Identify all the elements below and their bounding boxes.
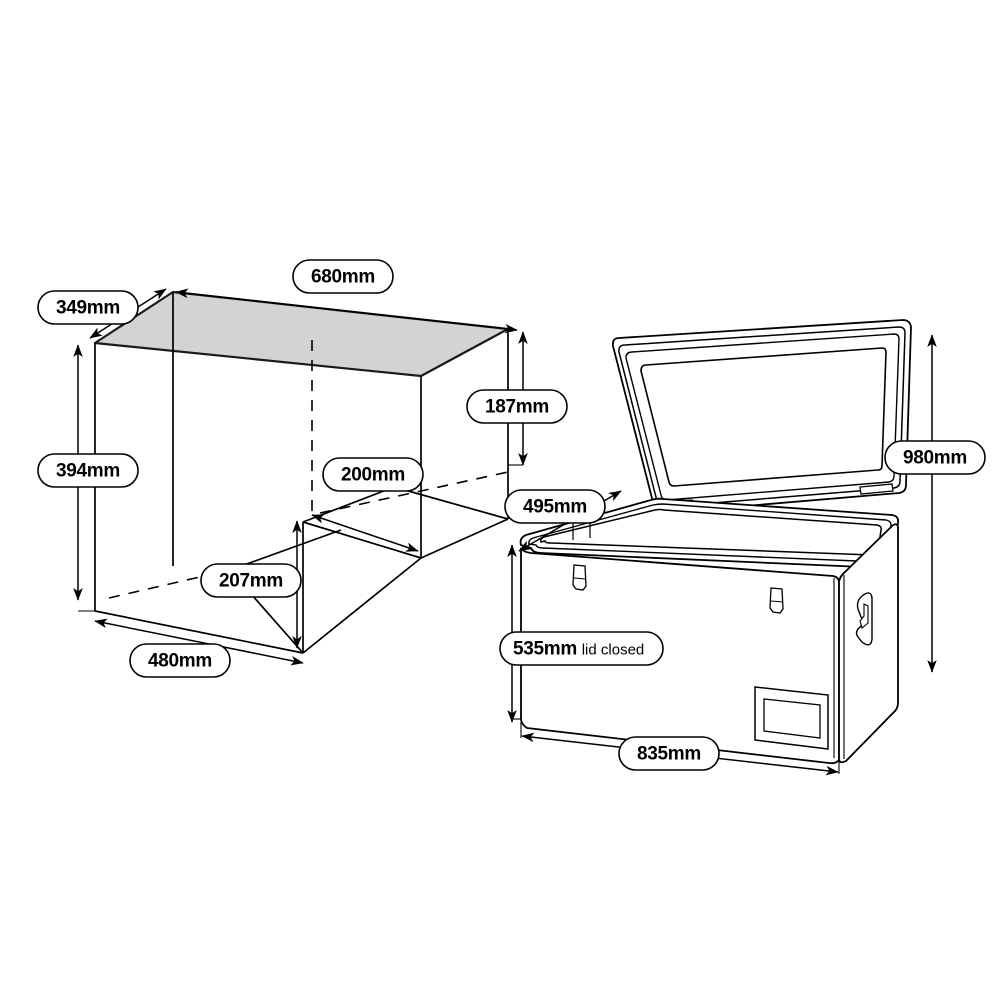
dim-label-980: 980mm xyxy=(884,440,986,475)
dim-label-680: 680mm xyxy=(292,259,394,294)
dim-label-394-text: 394mm xyxy=(56,461,120,482)
control-panel[interactable] xyxy=(754,686,829,750)
interior-step-ledge-right xyxy=(393,486,509,520)
dim-label-535-suffix: lid closed xyxy=(582,641,645,658)
dim-label-495: 495mm xyxy=(504,489,606,524)
cooler-body-view xyxy=(507,319,937,776)
latch-left[interactable] xyxy=(572,564,587,591)
cooler-body xyxy=(519,497,900,765)
dim-line-200 xyxy=(311,514,419,552)
interior-dimension-labels: 680mm 349mm 394mm 187mm 200mm 207mm 480m… xyxy=(37,259,568,678)
interior-floor-right-edge xyxy=(302,557,422,654)
dim-label-394: 394mm xyxy=(37,453,139,488)
dim-label-480-text: 480mm xyxy=(148,651,212,672)
dim-label-200-text: 200mm xyxy=(341,465,405,486)
dim-label-349: 349mm xyxy=(37,290,139,325)
lid-rib-inner xyxy=(625,333,900,501)
latch-right[interactable] xyxy=(769,587,784,614)
dim-label-535: 535mm lid closed xyxy=(499,631,664,666)
dim-label-480: 480mm xyxy=(129,643,231,678)
dim-label-535-text: 535mm xyxy=(513,639,577,660)
lid xyxy=(611,319,912,514)
dim-label-835-text: 835mm xyxy=(637,744,701,765)
side-handle[interactable] xyxy=(855,592,873,646)
dim-label-835: 835mm xyxy=(618,736,720,771)
dim-label-187: 187mm xyxy=(466,389,568,424)
dim-line-680 xyxy=(175,288,518,334)
lid-rib-outer xyxy=(618,326,906,508)
interior-hidden-back-bottom-right xyxy=(319,471,509,514)
dim-label-495-text: 495mm xyxy=(523,497,587,518)
dim-label-207-text: 207mm xyxy=(219,571,283,592)
lid-inner-panel xyxy=(640,347,887,487)
exterior-dimension-labels: 980mm 495mm 535mm lid closed 835mm xyxy=(499,440,986,771)
dim-label-349-text: 349mm xyxy=(56,298,120,319)
hinge-right-icon xyxy=(859,483,894,495)
dim-line-480 xyxy=(94,618,304,666)
dim-label-680-text: 680mm xyxy=(311,267,375,288)
dim-label-200: 200mm xyxy=(322,457,424,492)
dim-label-207: 207mm xyxy=(200,563,302,598)
interior-edge-right-bottom xyxy=(420,518,509,559)
dim-label-187-text: 187mm xyxy=(485,397,549,418)
dim-label-980-text: 980mm xyxy=(903,448,967,469)
